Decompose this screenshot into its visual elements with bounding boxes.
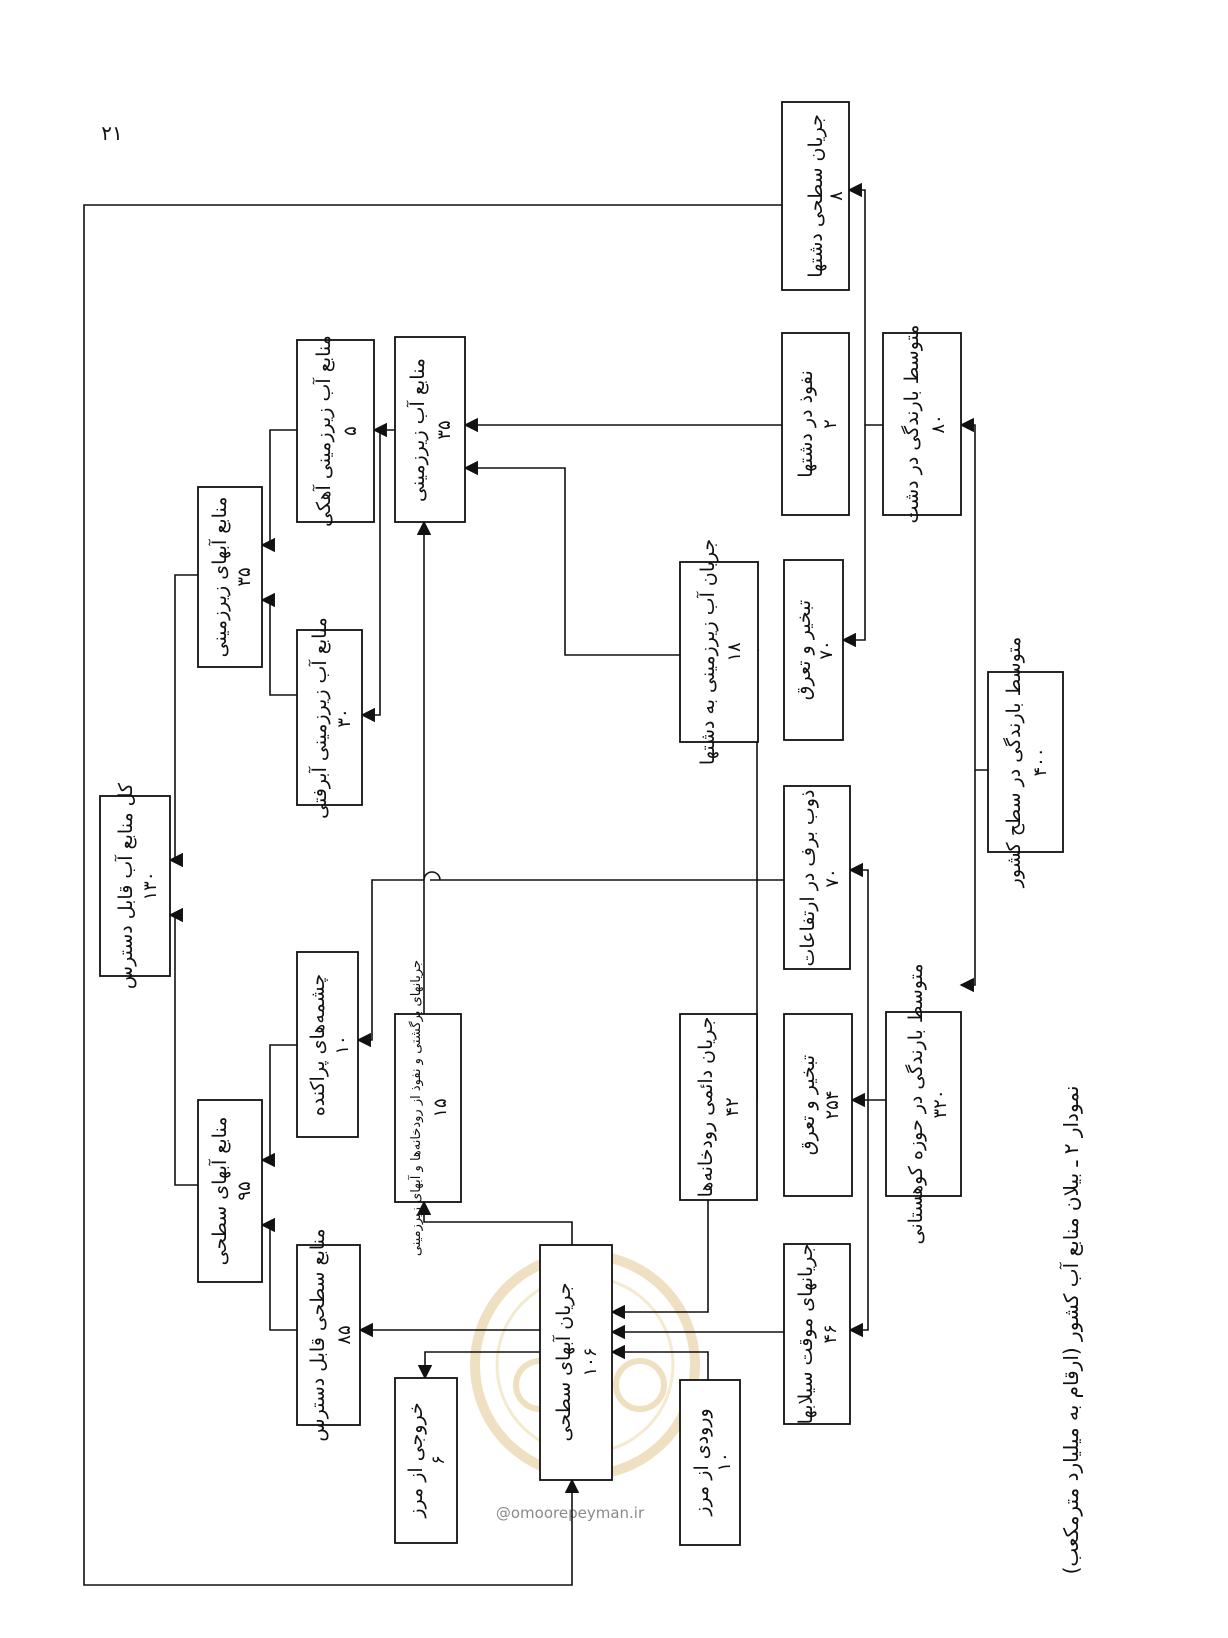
label-total-resources: کل منابع آب قابل دسترس (113, 782, 137, 989)
figure-caption: نمودار ۲ ـ بیلان منابع آب کشور (ارقام به… (1058, 1086, 1083, 1575)
box-seasonal-floods (783, 1243, 851, 1425)
box-infiltration-plains (781, 332, 850, 516)
box-surface-flows (539, 1244, 613, 1481)
value-permanent-rivers: ۴۲ (722, 1097, 743, 1116)
value-surface-flows: ۱۰۶ (580, 1347, 601, 1376)
connectors (83, 182, 988, 1586)
box-permanent-rivers (679, 1013, 758, 1201)
value-avg-rain-plains: ۸۰ (928, 414, 949, 433)
box-total-resources (99, 795, 171, 977)
value-inflow-from-border: ۱۰ (714, 1452, 735, 1471)
page-number: ۲۱ (101, 121, 122, 145)
label-country-rain: متوسط بارندگی در سطح کشور (1002, 637, 1025, 889)
value-seasonal-floods: ۴۶ (820, 1324, 841, 1343)
label-avg-rain-plains: متوسط بارندگی در دشت (900, 325, 923, 524)
value-alluvial-resources: ۳۰ (334, 708, 355, 727)
box-snow-melt (783, 785, 851, 970)
value-surface-runoff-plains: ۸ (826, 191, 847, 201)
label-avg-rain-mountain: متوسط بارندگی در حوزه کوهستانی (904, 963, 927, 1244)
label-springs: چشمه‌های پراکنده (307, 974, 329, 1116)
label-river-infiltration: جریانهای برگشتی و نفوذ از رودخانه‌ها و آ… (407, 960, 424, 1256)
box-labels: جریان سطحی دشتها ۸ متوسط بارندگی در دشت … (113, 114, 1051, 1518)
label-inflow-from-border: ورودی از مرز (691, 1408, 713, 1516)
label-alluvial-resources: منابع آب زیرزمینی آبرفتی (307, 617, 331, 819)
value-total-resources: ۱۳۰ (140, 871, 161, 900)
value-surface-resources: ۹۵ (234, 1181, 255, 1200)
watermark-text: @omoorepeyman.ir (496, 1504, 645, 1522)
label-subsurface-to-plains: جریان آب زیرزمینی به دشتها (695, 539, 719, 765)
box-outflow-to-border (394, 1377, 458, 1544)
label-evap-mountain: تبخیر و تعرق (797, 1055, 819, 1155)
box-inflow-from-border (679, 1379, 741, 1546)
boxes (99, 101, 1064, 1546)
label-groundwater-resources: منابع آب زیرزمینی (405, 358, 429, 502)
box-evap-mountain (783, 1013, 853, 1197)
value-avg-rain-mountain: ۳۲۰ (930, 1089, 951, 1118)
box-country-rain (987, 671, 1064, 853)
value-groundwater-total: ۳۵ (234, 567, 255, 586)
box-springs (296, 951, 359, 1138)
value-evap-mountain: ۲۵۴ (822, 1090, 843, 1119)
value-groundwater-resources: ۳۵ (434, 420, 455, 439)
label-regulated-surface: منابع سطحی قابل دسترس (307, 1228, 329, 1441)
box-karst-resources (296, 339, 375, 523)
box-avg-rain-plains (882, 332, 962, 516)
box-groundwater-resources (394, 336, 466, 523)
label-surface-flows: جریان آبهای سطحی (551, 1283, 575, 1442)
value-evap-plains: ۷۰ (816, 640, 837, 659)
label-outflow-to-border: خروجی از مرز (405, 1402, 427, 1518)
value-river-infiltration: ۱۵ (430, 1098, 451, 1117)
value-infiltration-plains: ۲ (820, 419, 841, 429)
label-seasonal-floods: جریانهای موقت سیلابها (795, 1244, 817, 1425)
value-subsurface-to-plains: ۱۸ (724, 642, 745, 662)
box-alluvial-resources (296, 629, 363, 806)
box-groundwater-total (197, 486, 263, 668)
box-subsurface-to-plains (679, 561, 759, 743)
label-snow-melt: ذوب برف در ارتفاعات (797, 790, 819, 967)
box-river-infiltration (394, 1013, 462, 1203)
box-evap-plains (783, 559, 844, 741)
box-surface-runoff-plains (781, 101, 850, 291)
label-surface-resources: منابع آبهای سطحی (207, 1117, 231, 1266)
value-outflow-to-border: ۶ (428, 1455, 449, 1465)
diagram-body: جریان سطحی دشتها ۸ متوسط بارندگی در دشت … (83, 101, 1083, 1586)
value-karst-resources: ۵ (340, 426, 361, 436)
box-regulated-surface (296, 1244, 361, 1426)
label-infiltration-plains: نفوذ در دشتها (795, 370, 817, 478)
value-country-rain: ۴۰۰ (1030, 747, 1051, 776)
value-regulated-surface: ۸۵ (334, 1325, 355, 1344)
label-groundwater-total: منابع آبهای زیرزمینی (207, 497, 231, 658)
box-surface-resources (197, 1099, 263, 1283)
value-springs: ۱۰ (332, 1035, 353, 1054)
label-surface-runoff-plains: جریان سطحی دشتها (805, 114, 827, 278)
value-snow-melt: ۷۰ (822, 868, 843, 887)
label-karst-resources: منابع آب زیرزمینی آهکی (311, 335, 335, 527)
box-avg-rain-mountain (885, 1011, 962, 1197)
label-evap-plains: تبخیر و تعرق (793, 600, 815, 700)
label-permanent-rivers: جریان دائمی رودخانه‌ها (695, 1017, 717, 1198)
